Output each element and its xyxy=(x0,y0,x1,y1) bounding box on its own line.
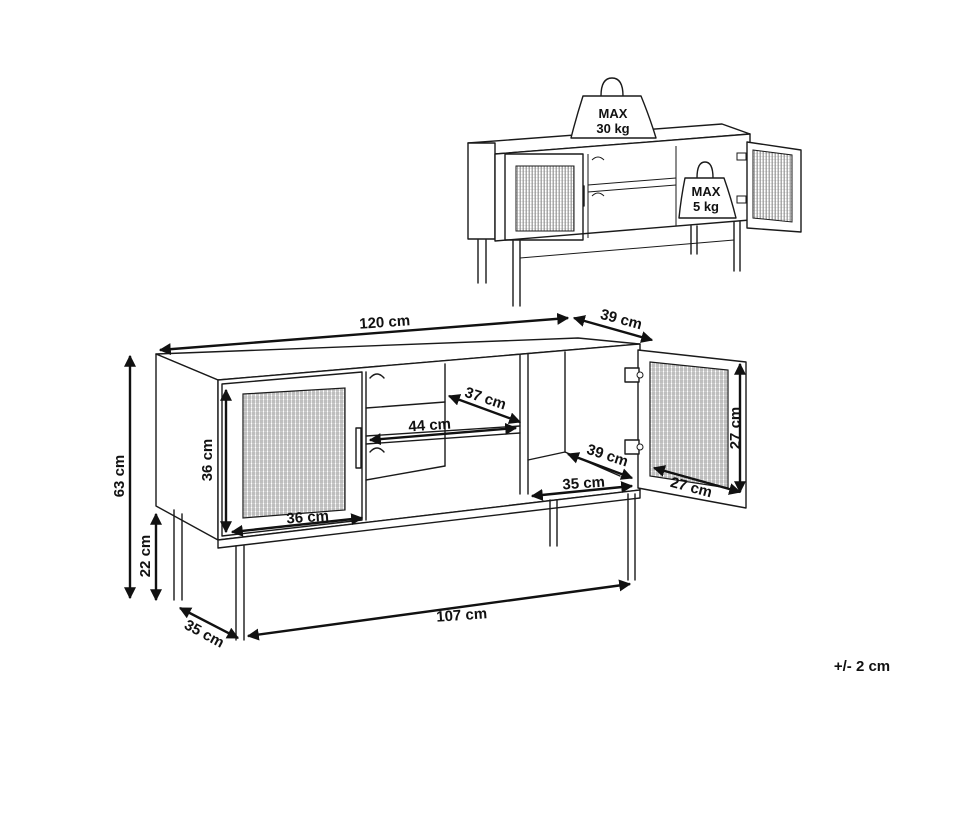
height-total-label: 63 cm xyxy=(111,455,128,498)
main-cabinet-view xyxy=(155,337,747,641)
top-weight-label: 30 kg xyxy=(596,121,629,136)
door-height-label: 36 cm xyxy=(199,439,216,482)
depth-top-label: 39 cm xyxy=(598,306,643,333)
shelf-weight-label: 5 kg xyxy=(693,199,719,214)
dimension-arrows xyxy=(124,312,746,641)
inner-width-label: 35 cm xyxy=(562,474,606,494)
shelf-width-label: 44 cm xyxy=(408,416,452,436)
door-width-label: 36 cm xyxy=(286,508,330,528)
weight-30kg-icon: MAX 30 kg xyxy=(570,77,657,139)
tolerance-label: +/- 2 cm xyxy=(834,658,890,675)
small-cabinet-view xyxy=(467,123,802,307)
width-total-label: 120 cm xyxy=(359,312,411,333)
leg-height-label: 22 cm xyxy=(137,535,154,578)
shelf-max-label: MAX xyxy=(692,184,721,199)
leg-span-label: 107 cm xyxy=(436,605,488,626)
top-max-label: MAX xyxy=(599,106,628,121)
weight-5kg-icon: MAX 5 kg xyxy=(678,161,737,219)
right-door-height-label: 27 cm xyxy=(727,407,744,450)
